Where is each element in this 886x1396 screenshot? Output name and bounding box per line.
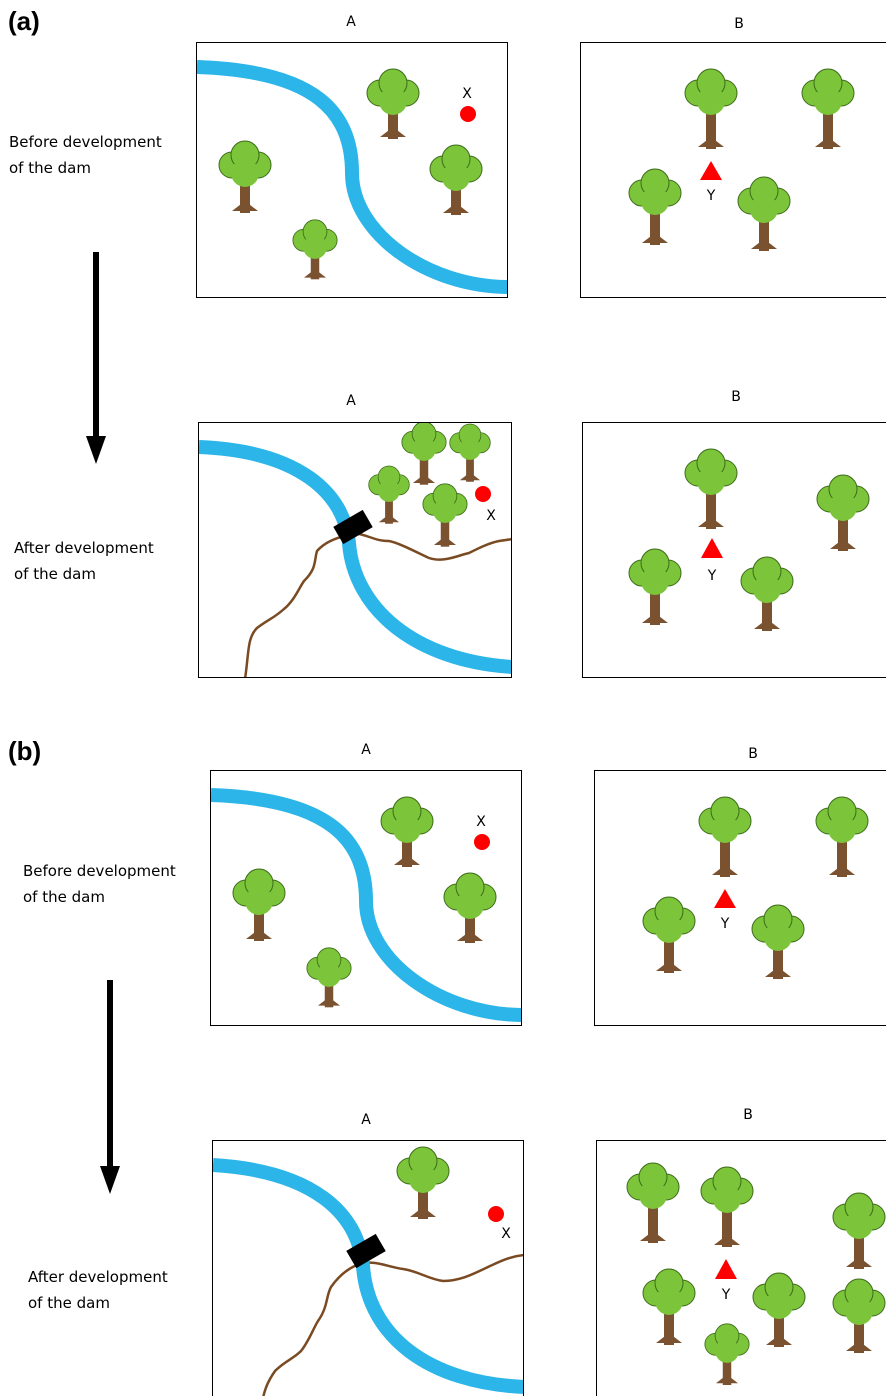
panel-b-label: B	[743, 1107, 753, 1123]
tree-icon	[422, 483, 468, 547]
tree-icon	[801, 68, 855, 149]
tree-icon	[218, 140, 272, 213]
site-x-label: X	[462, 86, 472, 102]
panel-a-label: A	[361, 1112, 371, 1128]
site-y-label: Y	[721, 1287, 731, 1303]
site-y-label: Y	[707, 568, 717, 584]
tree-icon	[292, 219, 338, 280]
river	[213, 1158, 523, 1394]
site-y-label: Y	[706, 188, 716, 204]
tree-icon	[698, 796, 752, 877]
part-a-label: (a)	[8, 6, 40, 36]
tree-icon	[700, 1166, 754, 1247]
panel-b-after: Y	[596, 1140, 886, 1396]
tree-icon	[752, 1272, 806, 1347]
tree-icon	[816, 474, 870, 551]
panel-a-label: A	[361, 742, 371, 758]
tree-icon	[366, 68, 420, 139]
tree-icon	[401, 423, 447, 485]
part-b-label: (b)	[8, 736, 42, 766]
tree-icon	[737, 176, 791, 251]
panel-a-label: A	[346, 14, 356, 30]
tree-icon	[443, 872, 497, 943]
tree-icon	[832, 1278, 886, 1353]
panel-b-label: B	[748, 746, 758, 762]
river	[197, 60, 507, 294]
tree-icon	[429, 144, 483, 215]
tree-icon	[380, 796, 434, 867]
panel-a-after: X	[198, 422, 512, 678]
red-triangle-icon	[700, 161, 722, 180]
tree-icon	[232, 868, 286, 941]
site-x-label: X	[501, 1226, 511, 1242]
dam-icon	[333, 509, 373, 545]
panel-a-before: X	[210, 770, 522, 1026]
panel-a-label: A	[346, 393, 356, 409]
tree-icon	[368, 465, 410, 524]
tree-icon	[684, 448, 738, 529]
river	[199, 440, 511, 674]
tree-icon	[684, 68, 738, 149]
tree-icon	[642, 896, 696, 973]
stream	[244, 531, 511, 677]
tree-icon	[628, 548, 682, 625]
tree-icon	[626, 1162, 680, 1243]
tree-icon	[832, 1192, 886, 1269]
site-y-label: Y	[720, 916, 730, 932]
tree-icon	[449, 423, 491, 482]
down-arrow-a	[86, 252, 106, 464]
panel-b-before: Y	[580, 42, 886, 298]
tree-icon	[628, 168, 682, 245]
stream	[262, 1253, 523, 1396]
tree-icon	[815, 796, 869, 877]
red-triangle-icon	[714, 889, 736, 908]
panel-b-label: B	[734, 16, 744, 32]
tree-icon	[306, 947, 352, 1008]
panel-b-before: Y	[594, 770, 886, 1026]
dam-icon	[346, 1233, 386, 1269]
red-circle-icon	[475, 486, 491, 502]
red-circle-icon	[460, 106, 476, 122]
tree-icon	[751, 904, 805, 979]
red-circle-icon	[474, 834, 490, 850]
tree-icon	[642, 1268, 696, 1345]
panel-b-label: B	[731, 389, 741, 405]
river	[211, 788, 521, 1022]
red-triangle-icon	[701, 538, 723, 558]
panel-a-after: X	[212, 1140, 524, 1396]
tree-icon	[740, 556, 794, 631]
panel-a-before: X	[196, 42, 508, 298]
tree-icon	[396, 1146, 450, 1219]
red-circle-icon	[488, 1206, 504, 1222]
panel-b-after: Y	[582, 422, 886, 678]
red-triangle-icon	[715, 1259, 737, 1279]
site-x-label: X	[486, 508, 496, 524]
tree-icon	[704, 1323, 750, 1385]
site-x-label: X	[476, 814, 486, 830]
down-arrow-b	[100, 980, 120, 1194]
